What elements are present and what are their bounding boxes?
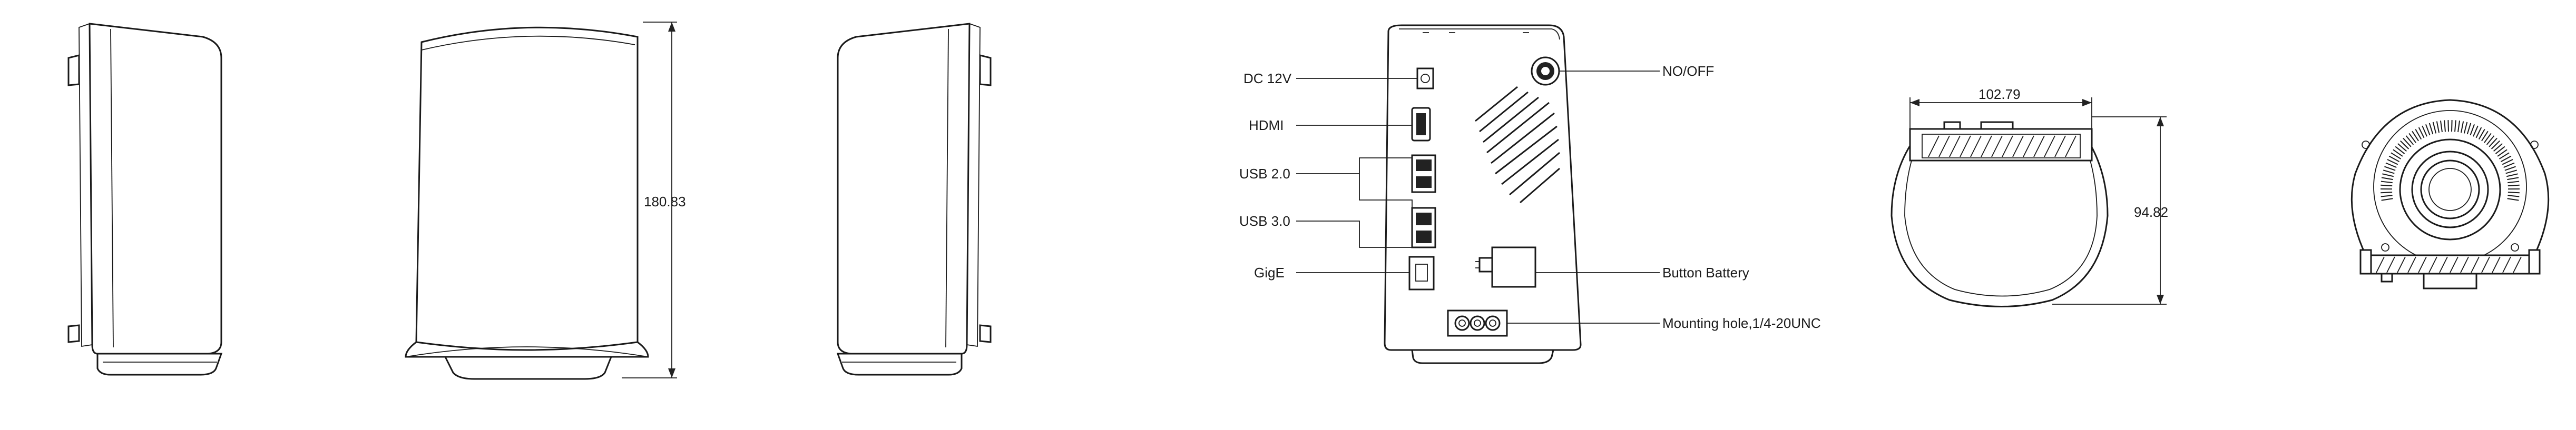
knurled-ring <box>2380 120 2520 201</box>
usb-port-icon <box>1411 154 1436 193</box>
top-view <box>1891 121 2109 307</box>
front-view <box>405 26 649 380</box>
leader-lines <box>1296 71 1660 324</box>
lens-view <box>2350 99 2550 289</box>
label-battery: Button Battery <box>1662 265 1749 281</box>
vent-grille <box>1475 86 1560 204</box>
label-power: NO/OFF <box>1662 63 1714 79</box>
power-button-icon <box>1531 56 1560 86</box>
tripod-mount-icon <box>1447 309 1508 337</box>
dc-jack-icon <box>1416 67 1434 89</box>
rear-view: DC 12V HDMI USB 2.0 USB 3.0 GigE NO/OFF … <box>1239 24 1821 364</box>
label-mount: Mounting hole,1/4-20UNC <box>1662 315 1821 331</box>
depth-dimension: 94.82 <box>2052 116 2168 305</box>
ethernet-port-icon <box>1408 256 1435 291</box>
label-dc: DC 12V <box>1243 71 1292 86</box>
height-dimension: 180.83 <box>622 22 686 378</box>
side-view-right <box>836 23 992 376</box>
width-dimension: 102.79 <box>1909 86 2092 129</box>
height-value: 180.83 <box>644 194 686 209</box>
hdmi-port-icon <box>1411 107 1431 142</box>
label-usb2: USB 2.0 <box>1239 166 1290 182</box>
label-usb3: USB 3.0 <box>1239 213 1290 229</box>
label-hdmi: HDMI <box>1249 117 1284 133</box>
coin-battery-icon <box>1475 246 1536 288</box>
depth-value: 94.82 <box>2134 204 2168 220</box>
usb-port-icon <box>1411 207 1436 248</box>
label-gige: GigE <box>1254 265 1285 281</box>
width-value: 102.79 <box>1978 86 2021 102</box>
side-view-left <box>67 23 223 376</box>
